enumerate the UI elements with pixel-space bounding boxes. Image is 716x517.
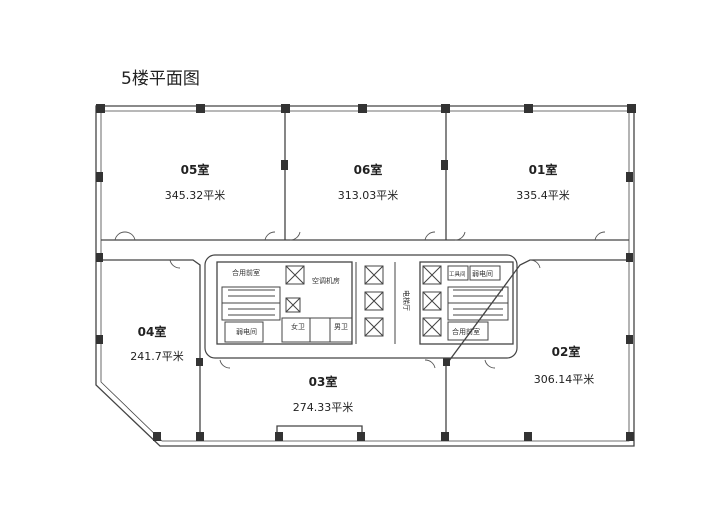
columns <box>96 104 636 441</box>
room-03-name: 03室 <box>309 374 338 389</box>
core-tool-room: 工具间 <box>449 270 466 278</box>
room-04-area: 241.7平米 <box>130 350 184 363</box>
core-shared-anteroom-left: 合用前室 <box>232 268 260 277</box>
core-weak-current-left: 弱电间 <box>236 327 257 336</box>
room-02-area: 306.14平米 <box>534 373 595 386</box>
core-ac-room: 空调机房 <box>312 276 340 285</box>
core-weak-current-right: 弱电间 <box>472 269 493 278</box>
core-labels: 合用前室 空调机房 弱电间 女卫 男卫 工具间 弱电间 合用前室 电梯厅 <box>232 268 493 336</box>
room-04-name: 04室 <box>138 324 167 339</box>
partition-03-02 <box>445 259 629 441</box>
core-male-wc: 男卫 <box>334 323 348 331</box>
room-01-area: 335.4平米 <box>516 189 570 202</box>
core-female-wc: 女卫 <box>291 322 305 331</box>
core <box>204 254 518 359</box>
room-02-name: 02室 <box>552 344 581 359</box>
room-labels: 05室 345.32平米 06室 313.03平米 01室 335.4平米 04… <box>130 162 594 414</box>
door-swings <box>114 231 606 369</box>
core-shared-anteroom-right: 合用前室 <box>452 327 480 336</box>
room-05-area: 345.32平米 <box>165 189 226 202</box>
partition-04-03 <box>101 259 201 441</box>
room-03-area: 274.33平米 <box>293 401 354 414</box>
room-05-name: 05室 <box>181 162 210 177</box>
core-elevator-hall: 电梯厅 <box>402 290 411 311</box>
room-06-name: 06室 <box>354 162 383 177</box>
plan-title: 5楼平面图 <box>121 69 200 89</box>
room-01-name: 01室 <box>529 162 558 177</box>
room-06-area: 313.03平米 <box>338 189 399 202</box>
